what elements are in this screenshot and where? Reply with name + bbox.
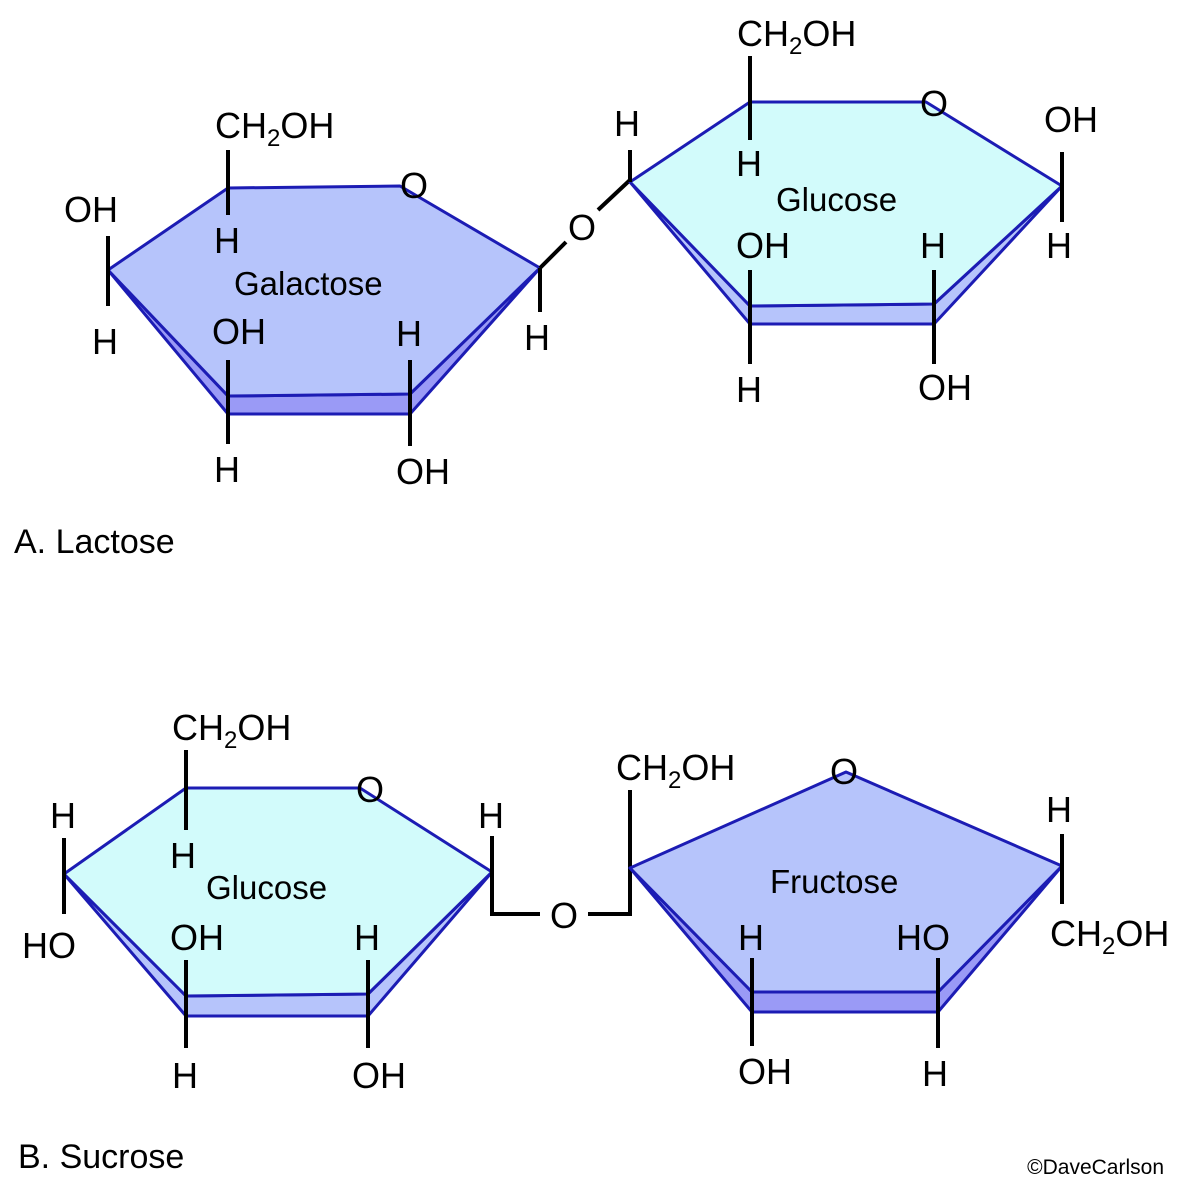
lactose-caption: A. Lactose — [14, 523, 175, 561]
galactose-c3-h-label: H — [214, 449, 240, 490]
galactose-c1-oh-label: OH — [64, 189, 118, 230]
copyright-credit: ©DaveCarlson — [1027, 1156, 1164, 1179]
lactose-glycosidic-bond — [596, 178, 632, 212]
lactose-glucose-name: Glucose — [776, 181, 897, 218]
fructose-c4-h-label: H — [922, 1053, 948, 1094]
fructose-ch2oh-top-label: CH2OH — [616, 747, 735, 794]
galactose-c2-oh-label: OH — [396, 451, 450, 492]
fructose-c3-oh-label: OH — [738, 1051, 792, 1092]
sucrose-glycosidic-oxygen-label: O — [550, 895, 578, 936]
galactose-c2-h-label: H — [396, 313, 422, 354]
sucrose-caption: B. Sucrose — [18, 1138, 184, 1176]
galactose-c4-h-label: H — [214, 220, 240, 261]
galactose-ring-oxygen-label: O — [400, 165, 428, 206]
galactose-ch2oh-label: CH2OH — [215, 105, 334, 152]
lactose-structure: CH2OH O OH H Galactose OH H H H H OH O C… — [14, 13, 1098, 561]
lactose-glucose-c1-oh-label: OH — [1044, 99, 1098, 140]
galactose-anomeric-h-label: H — [524, 317, 550, 358]
sucrose-glucose-c5-h-label: H — [170, 835, 196, 876]
fructose-c4-ho-label: HO — [896, 917, 950, 958]
galactose-c3-oh-label: OH — [212, 311, 266, 352]
lactose-glucose-c3-oh-label: OH — [736, 225, 790, 266]
lactose-glucose-c3-h-label: H — [736, 369, 762, 410]
sucrose-glucose-anomeric-h-label: H — [478, 795, 504, 836]
galactose-name: Galactose — [234, 265, 383, 302]
lactose-glycosidic-oxygen-label: O — [568, 207, 596, 248]
fructose-ring-oxygen-label: O — [830, 751, 858, 792]
sucrose-glucose-name: Glucose — [206, 869, 327, 906]
lactose-glucose-c1-h-label: H — [1046, 225, 1072, 266]
sucrose-glucose-ring-oxygen-label: O — [356, 769, 384, 810]
fructose-name: Fructose — [770, 863, 898, 900]
lactose-glucose-ch2oh-label: CH2OH — [737, 13, 856, 60]
sucrose-glucose-c4-h-label: H — [50, 795, 76, 836]
sucrose-glucose-c4-ho-label: HO — [22, 925, 76, 966]
galactose-c1left-h-label: H — [92, 321, 118, 362]
lactose-glucose-bonds — [628, 56, 1064, 364]
sucrose-glucose-ch2oh-label: CH2OH — [172, 707, 291, 754]
lactose-glucose-c2-h-label: H — [920, 225, 946, 266]
fructose-ch2oh-right-label: CH2OH — [1050, 913, 1169, 960]
sucrose-glucose-bonds — [62, 750, 540, 1048]
fructose-c3-h-label: H — [738, 917, 764, 958]
fructose-bonds — [750, 834, 1064, 1048]
sucrose-glucose-c3-h-label: H — [172, 1055, 198, 1096]
lactose-glucose-ring-oxygen-label: O — [920, 83, 948, 124]
sucrose-structure: CH2OH O H H H Glucose HO OH H H OH O CH2… — [18, 707, 1169, 1176]
sucrose-glucose-c2-h-label: H — [354, 917, 380, 958]
lactose-glucose-c5-h-label: H — [736, 143, 762, 184]
galactose-bonds — [106, 150, 568, 446]
sucrose-glucose-c2-oh-label: OH — [352, 1055, 406, 1096]
lactose-glucose-c2-oh-label: OH — [918, 367, 972, 408]
sucrose-glucose-c3-oh-label: OH — [170, 917, 224, 958]
fructose-ring-face — [628, 770, 1064, 994]
fructose-c5-h-label: H — [1046, 789, 1072, 830]
lactose-glucose-c4-h-label: H — [614, 103, 640, 144]
sucrose-glycosidic-bond — [588, 790, 632, 916]
